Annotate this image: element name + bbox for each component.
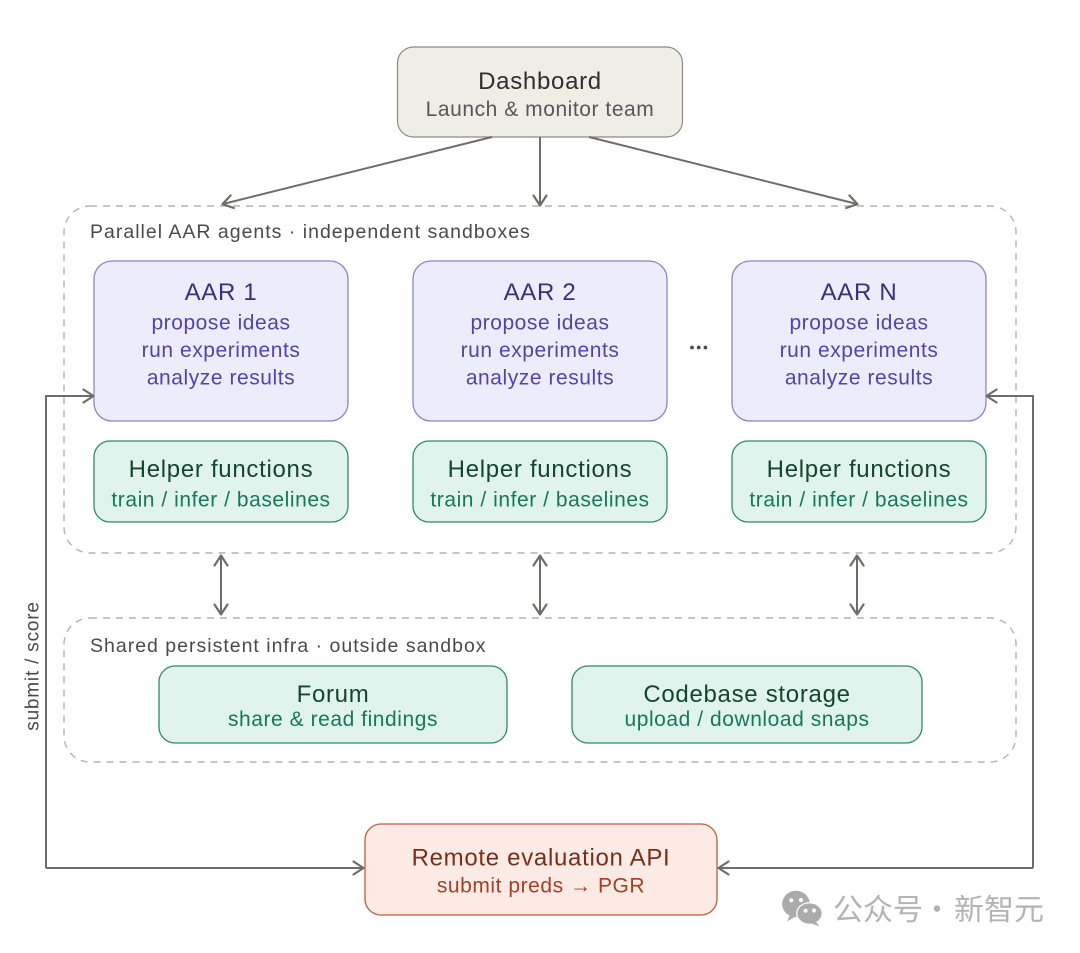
svg-text:propose ideas: propose ideas bbox=[470, 312, 609, 335]
svg-text:run experiments: run experiments bbox=[780, 339, 939, 362]
svg-text:AAR 2: AAR 2 bbox=[504, 279, 577, 306]
svg-text:Helper functions: Helper functions bbox=[767, 456, 952, 483]
svg-text:Dashboard: Dashboard bbox=[478, 68, 602, 95]
svg-text:train / infer / baselines: train / infer / baselines bbox=[430, 489, 649, 512]
svg-text:train / infer / baselines: train / infer / baselines bbox=[111, 489, 330, 512]
svg-text:share & read findings: share & read findings bbox=[228, 708, 438, 731]
svg-text:upload / download snaps: upload / download snaps bbox=[625, 708, 870, 731]
svg-text:AAR 1: AAR 1 bbox=[185, 279, 258, 306]
svg-text:Launch & monitor team: Launch & monitor team bbox=[426, 98, 655, 121]
svg-text:Remote evaluation API: Remote evaluation API bbox=[412, 845, 671, 872]
svg-text:propose ideas: propose ideas bbox=[789, 312, 928, 335]
svg-text:Helper functions: Helper functions bbox=[129, 456, 314, 483]
svg-text:Parallel AAR agents · independ: Parallel AAR agents · independent sandbo… bbox=[90, 221, 531, 243]
svg-text:run experiments: run experiments bbox=[142, 339, 301, 362]
svg-text:run experiments: run experiments bbox=[461, 339, 620, 362]
svg-text:analyze results: analyze results bbox=[147, 367, 295, 390]
svg-text:train / infer / baselines: train / infer / baselines bbox=[749, 489, 968, 512]
svg-text:Forum: Forum bbox=[297, 681, 370, 708]
svg-text:propose ideas: propose ideas bbox=[151, 312, 290, 335]
svg-text:submit / score: submit / score bbox=[23, 601, 44, 730]
svg-text:analyze results: analyze results bbox=[466, 367, 614, 390]
svg-text:submit preds → PGR: submit preds → PGR bbox=[437, 875, 645, 898]
svg-text:analyze results: analyze results bbox=[785, 367, 933, 390]
svg-text:Helper functions: Helper functions bbox=[448, 456, 633, 483]
svg-text:Shared persistent infra · outs: Shared persistent infra · outside sandbo… bbox=[90, 635, 487, 657]
svg-text:AAR N: AAR N bbox=[821, 279, 898, 306]
svg-text:Codebase storage: Codebase storage bbox=[643, 681, 850, 708]
